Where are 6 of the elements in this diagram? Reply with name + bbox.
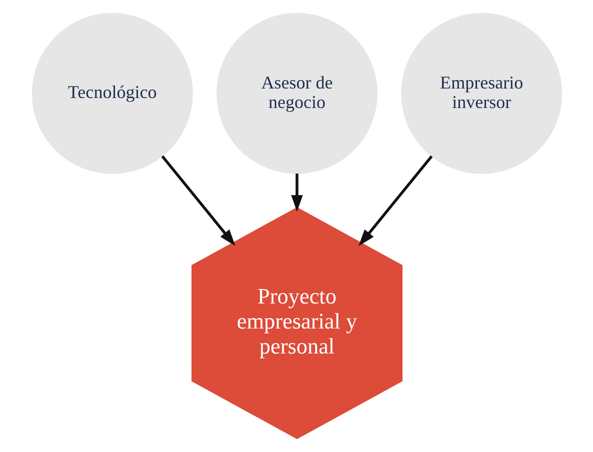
arrow [290, 174, 302, 212]
node-circle: Empresario inversor [400, 12, 562, 174]
arrow [160, 155, 235, 246]
node-circle: Asesor de negocio [216, 12, 378, 174]
node-circle: Tecnológico [31, 12, 192, 174]
arrow [358, 155, 432, 246]
